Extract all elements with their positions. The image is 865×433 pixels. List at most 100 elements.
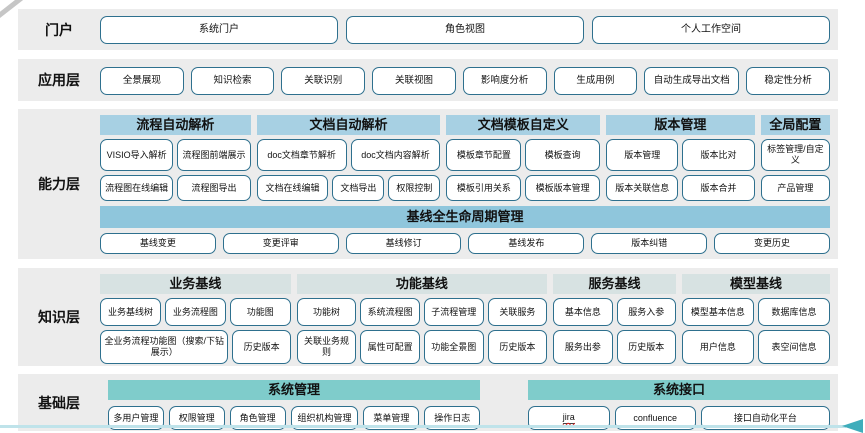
layer-portal: 门户 系统门户角色视图个人工作空间 — [18, 9, 838, 50]
group-row: 版本关联信息版本合并 — [606, 175, 755, 201]
module-box: 变更评审 — [222, 233, 339, 254]
module-box: 知识检索 — [190, 66, 275, 95]
layer-label-knowledge: 知识层 — [38, 309, 80, 325]
layer-label-portal: 门户 — [45, 21, 73, 38]
module-box: 模板章节配置 — [446, 139, 522, 171]
module-box: 个人工作空间 — [592, 16, 830, 44]
group-row: 文档在线编辑文档导出权限控制 — [256, 175, 441, 201]
group-header: 服务基线 — [553, 274, 676, 294]
module-box: 基线发布 — [468, 233, 585, 254]
module-box: 历史版本 — [232, 330, 291, 364]
module-box: 文档导出 — [332, 175, 385, 201]
layer-base: 基础层 系统管理多用户管理权限管理角色管理组织机构管理菜单管理操作日志 系统接口 j… — [18, 374, 838, 431]
module-box: 变更历史 — [714, 233, 830, 254]
group-row: 服务出参历史版本 — [553, 330, 676, 364]
module-box: 全景展现 — [100, 66, 184, 95]
group: 业务基线业务基线树业务流程图功能图全业务流程功能图（搜索/下钻展示）历史版本 — [100, 274, 291, 364]
knowledge-groups: 业务基线业务基线树业务流程图功能图全业务流程功能图（搜索/下钻展示）历史版本功能… — [100, 274, 830, 364]
module-box: 流程图导出 — [177, 175, 251, 201]
group-row: 流程图在线编辑流程图导出 — [100, 175, 251, 201]
group-row: 产品管理 — [760, 175, 830, 201]
group: 功能基线功能树系统流程图子流程管理关联服务关联业务规则属性可配置功能全景图历史版… — [296, 274, 548, 364]
module-box: 版本比对 — [682, 139, 755, 171]
group: 模型基线模型基本信息数据库信息用户信息表空间信息 — [681, 274, 830, 364]
module-box: 模型基本信息 — [681, 298, 754, 326]
module-box: 影响度分析 — [462, 66, 547, 95]
group-row: 模型基本信息数据库信息 — [681, 298, 830, 326]
group: 文档模板自定义模板章节配置模板查询模板引用关系模板版本管理 — [446, 115, 601, 201]
module-box: 基线变更 — [100, 233, 216, 254]
module-box: 生成用例 — [553, 66, 638, 95]
layer-label-base: 基础层 — [38, 394, 80, 411]
group-row: 模板引用关系模板版本管理 — [446, 175, 601, 201]
module-box: 模板版本管理 — [525, 175, 601, 201]
module-box: 版本纠错 — [591, 233, 708, 254]
module-box: 流程图前端展示 — [177, 139, 251, 171]
group-header: 功能基线 — [296, 274, 548, 294]
module-box: 流程图在线编辑 — [100, 175, 174, 201]
group-row: 功能树系统流程图子流程管理关联服务 — [296, 298, 548, 326]
module-box: 功能图 — [229, 298, 291, 326]
group-header: 全局配置 — [760, 115, 830, 135]
portal-buttons-row: 系统门户角色视图个人工作空间 — [100, 15, 830, 45]
module-box: 模板查询 — [525, 139, 601, 171]
group-row: 模板章节配置模板查询 — [446, 139, 601, 171]
group: 系统管理多用户管理权限管理角色管理组织机构管理菜单管理操作日志 — [108, 380, 481, 430]
layer-label-capability: 能力层 — [38, 176, 80, 192]
module-box: 历史版本 — [487, 330, 548, 364]
group-row: 基本信息服务入参 — [553, 298, 676, 326]
module-box: 稳定性分析 — [746, 66, 830, 95]
module-box: 版本合并 — [682, 175, 755, 201]
module-box: 权限控制 — [388, 175, 441, 201]
group-row: 关联业务规则属性可配置功能全景图历史版本 — [296, 330, 548, 364]
group-header: 业务基线 — [100, 274, 291, 294]
module-box: 基线修订 — [345, 233, 462, 254]
module-box: 历史版本 — [616, 330, 676, 364]
app-buttons-row: 全景展现知识检索关联识别关联视图影响度分析生成用例自动生成导出文档稳定性分析 — [100, 65, 830, 96]
module-box: 关联视图 — [372, 66, 456, 95]
group-header: 系统接口 — [528, 380, 830, 400]
module-box: 功能全景图 — [423, 330, 484, 364]
module-box: 全业务流程功能图（搜索/下钻展示） — [100, 330, 229, 364]
module-box: 产品管理 — [760, 175, 830, 201]
group-row: VISIO导入解析流程图前端展示 — [100, 139, 251, 171]
bottom-arrow-icon — [842, 419, 863, 433]
group-header: 版本管理 — [606, 115, 755, 135]
group-row: 全业务流程功能图（搜索/下钻展示）历史版本 — [100, 330, 291, 364]
module-box: 服务入参 — [616, 298, 676, 326]
module-box: 版本管理 — [606, 139, 679, 171]
module-box: 表空间信息 — [757, 330, 830, 364]
layer-label-app: 应用层 — [38, 72, 80, 88]
group-header: 模型基线 — [681, 274, 830, 294]
module-box: 关联识别 — [281, 66, 366, 95]
module-box: 模板引用关系 — [446, 175, 522, 201]
group-header: 文档模板自定义 — [446, 115, 601, 135]
group: 全局配置标签管理/自定义产品管理 — [760, 115, 830, 201]
module-box: 属性可配置 — [360, 330, 420, 364]
baseline-buttons-row: 基线变更变更评审基线修订基线发布版本纠错变更历史 — [100, 233, 830, 254]
module-box: 关联服务 — [487, 298, 548, 326]
group: 服务基线基本信息服务入参服务出参历史版本 — [553, 274, 676, 364]
group-row: 标签管理/自定义 — [760, 139, 830, 171]
module-box: 用户信息 — [681, 330, 754, 364]
misspelled-text: jira — [562, 412, 575, 424]
group-header: 系统管理 — [108, 380, 481, 400]
module-box: 角色视图 — [346, 16, 584, 44]
module-box: 数据库信息 — [757, 298, 830, 326]
module-box: 业务基线树 — [100, 298, 161, 326]
baseline-lifecycle-header: 基线全生命周期管理 — [100, 206, 830, 228]
layer-knowledge: 知识层 业务基线业务基线树业务流程图功能图全业务流程功能图（搜索/下钻展示）历史… — [18, 268, 838, 366]
bottom-line-decoration — [0, 425, 846, 428]
module-box: 子流程管理 — [423, 298, 484, 326]
module-box: 基本信息 — [553, 298, 613, 326]
module-box: 关联业务规则 — [296, 330, 357, 364]
module-box: 自动生成导出文档 — [644, 66, 740, 95]
group-header: 文档自动解析 — [256, 115, 441, 135]
